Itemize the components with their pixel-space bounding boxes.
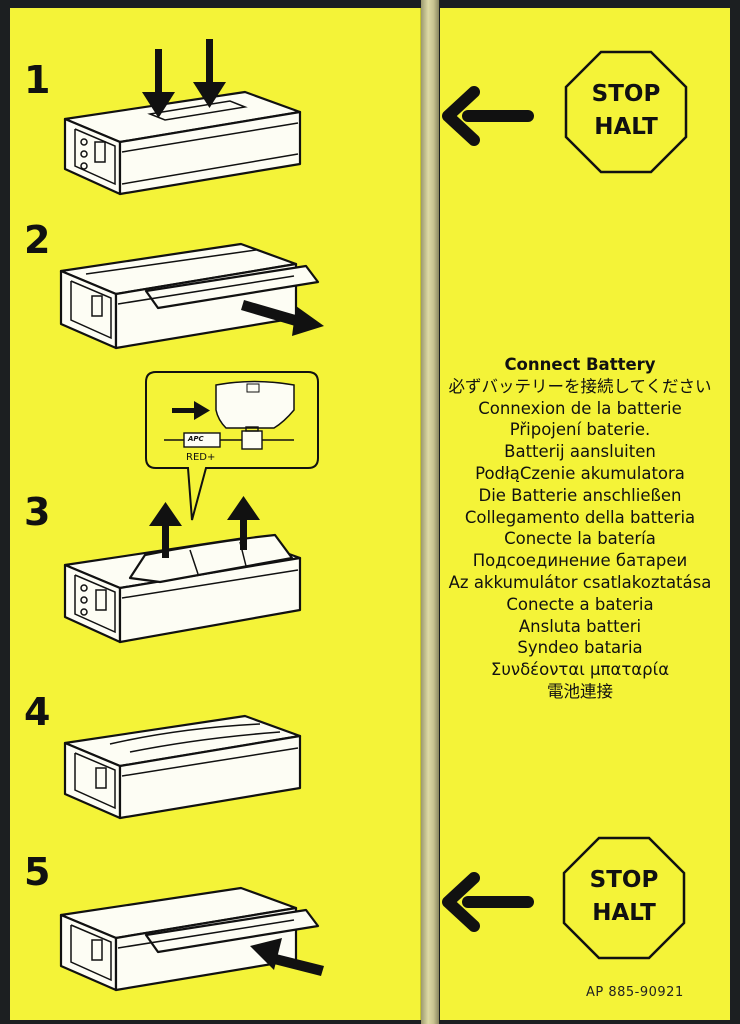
connect-battery-translations: Connect Battery 必ずバッテリーを接続してください Connexi… bbox=[440, 354, 720, 703]
step-number-1: 1 bbox=[24, 58, 51, 102]
lang-zh: 電池連接 bbox=[547, 681, 613, 701]
step-number-4: 4 bbox=[24, 690, 51, 734]
instruction-steps-panel: 1 2 bbox=[10, 8, 421, 1020]
arrow-down-icon bbox=[142, 39, 226, 118]
lang-hu: Az akkumulátor csatlakoztatása bbox=[448, 572, 712, 592]
stop-sign-icon bbox=[564, 50, 688, 174]
step-number-3: 3 bbox=[24, 490, 51, 534]
step-number-2: 2 bbox=[24, 218, 51, 262]
fold-crease bbox=[421, 0, 439, 1024]
stop-label: STOP bbox=[589, 867, 659, 893]
step-1-illustration bbox=[63, 39, 302, 196]
red-plus-label: RED+ bbox=[186, 452, 216, 463]
lang-ja: 必ずバッテリーを接続してください bbox=[448, 376, 712, 396]
lang-es: Conecte la batería bbox=[504, 529, 656, 549]
arrow-left-icon bbox=[442, 86, 534, 146]
lang-cs: Připojení baterie. bbox=[509, 420, 651, 440]
lang-pt: Conecte a bateria bbox=[506, 594, 654, 614]
stop-sign-icon bbox=[562, 836, 686, 960]
stop-sign-bottom-text: STOP HALT bbox=[562, 864, 686, 930]
lang-pl: PodłąCzenie akumulatora bbox=[475, 463, 685, 483]
arrow-right-icon bbox=[172, 401, 210, 420]
lang-sv: Ansluta batteri bbox=[518, 616, 642, 636]
halt-label: HALT bbox=[594, 114, 658, 140]
lang-en: Connect Battery bbox=[504, 355, 656, 374]
lang-it: Collegamento della batteria bbox=[464, 507, 696, 527]
lang-el-latin: Syndeo bataria bbox=[517, 638, 643, 658]
step-3-callout bbox=[145, 371, 319, 521]
arrow-left-icon bbox=[250, 938, 324, 976]
lang-ru: Подсоединение батареи bbox=[472, 551, 688, 571]
apc-brand-label: APC bbox=[188, 435, 204, 443]
lang-de: Die Batterie anschließen bbox=[478, 485, 682, 505]
step-2-illustration bbox=[59, 242, 324, 350]
lang-fr: Connexion de la batterie bbox=[478, 398, 682, 418]
arrow-right-icon bbox=[241, 300, 324, 336]
connect-battery-panel: STOP HALT Connect Battery 必ずバッテリーを接続してくだ… bbox=[440, 8, 730, 1020]
part-number: AP 885-90921 bbox=[586, 985, 684, 1000]
step-4-illustration bbox=[63, 714, 302, 820]
stop-sign-top-text: STOP HALT bbox=[564, 78, 688, 144]
step-3-illustration bbox=[63, 496, 302, 644]
lang-nl: Batterij aansluiten bbox=[504, 442, 656, 462]
halt-label: HALT bbox=[592, 900, 656, 926]
arrow-left-icon bbox=[442, 872, 534, 932]
lang-el: Συνδέονται μπαταρία bbox=[490, 660, 670, 680]
step-number-5: 5 bbox=[24, 850, 51, 894]
stop-label: STOP bbox=[591, 81, 661, 107]
step-5-illustration bbox=[59, 886, 324, 992]
arrow-up-icon bbox=[149, 496, 260, 558]
